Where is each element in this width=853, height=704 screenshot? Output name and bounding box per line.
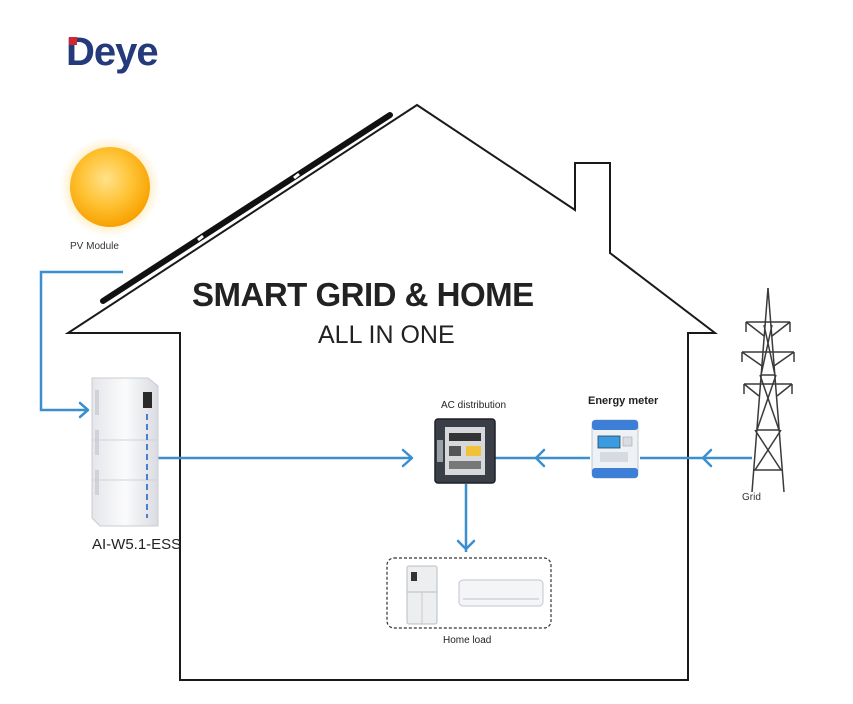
logo-mark-icon [69,37,77,45]
arrow-into-acd-right-icon [534,448,546,468]
energy-meter-label: Energy meter [588,395,659,407]
sun-icon [60,137,160,237]
house-outline [64,103,718,681]
brand-name: Deye [66,30,159,74]
power-tower-icon [741,287,795,493]
distribution-box-icon [434,418,496,484]
home-load-label: Home load [443,635,492,646]
grid-label: Grid [742,492,761,503]
solar-panel [100,112,393,304]
diagram-title: SMART GRID & HOME [192,276,534,313]
pv-to-battery-line [39,270,123,412]
battery-cabinet-icon [91,377,159,527]
arrow-into-meter-icon [701,448,713,468]
home-load-box [386,557,552,629]
arrow-into-acd-icon [401,448,414,468]
meter-icon [591,419,639,479]
arrow-into-battery-icon [78,401,90,419]
battery-label: AI-W5.1-ESS [92,536,182,553]
arrow-into-load-icon [456,539,476,551]
refrigerator-icon [406,565,438,625]
connection-lines [39,270,752,552]
diagram-subtitle: ALL IN ONE [318,321,455,349]
pv-module-label: PV Module [70,241,119,252]
air-conditioner-icon [458,579,544,607]
ac-distribution-label: AC distribution [441,400,507,411]
brand-logo: Deye [66,30,159,75]
flow-arrows [78,401,713,551]
